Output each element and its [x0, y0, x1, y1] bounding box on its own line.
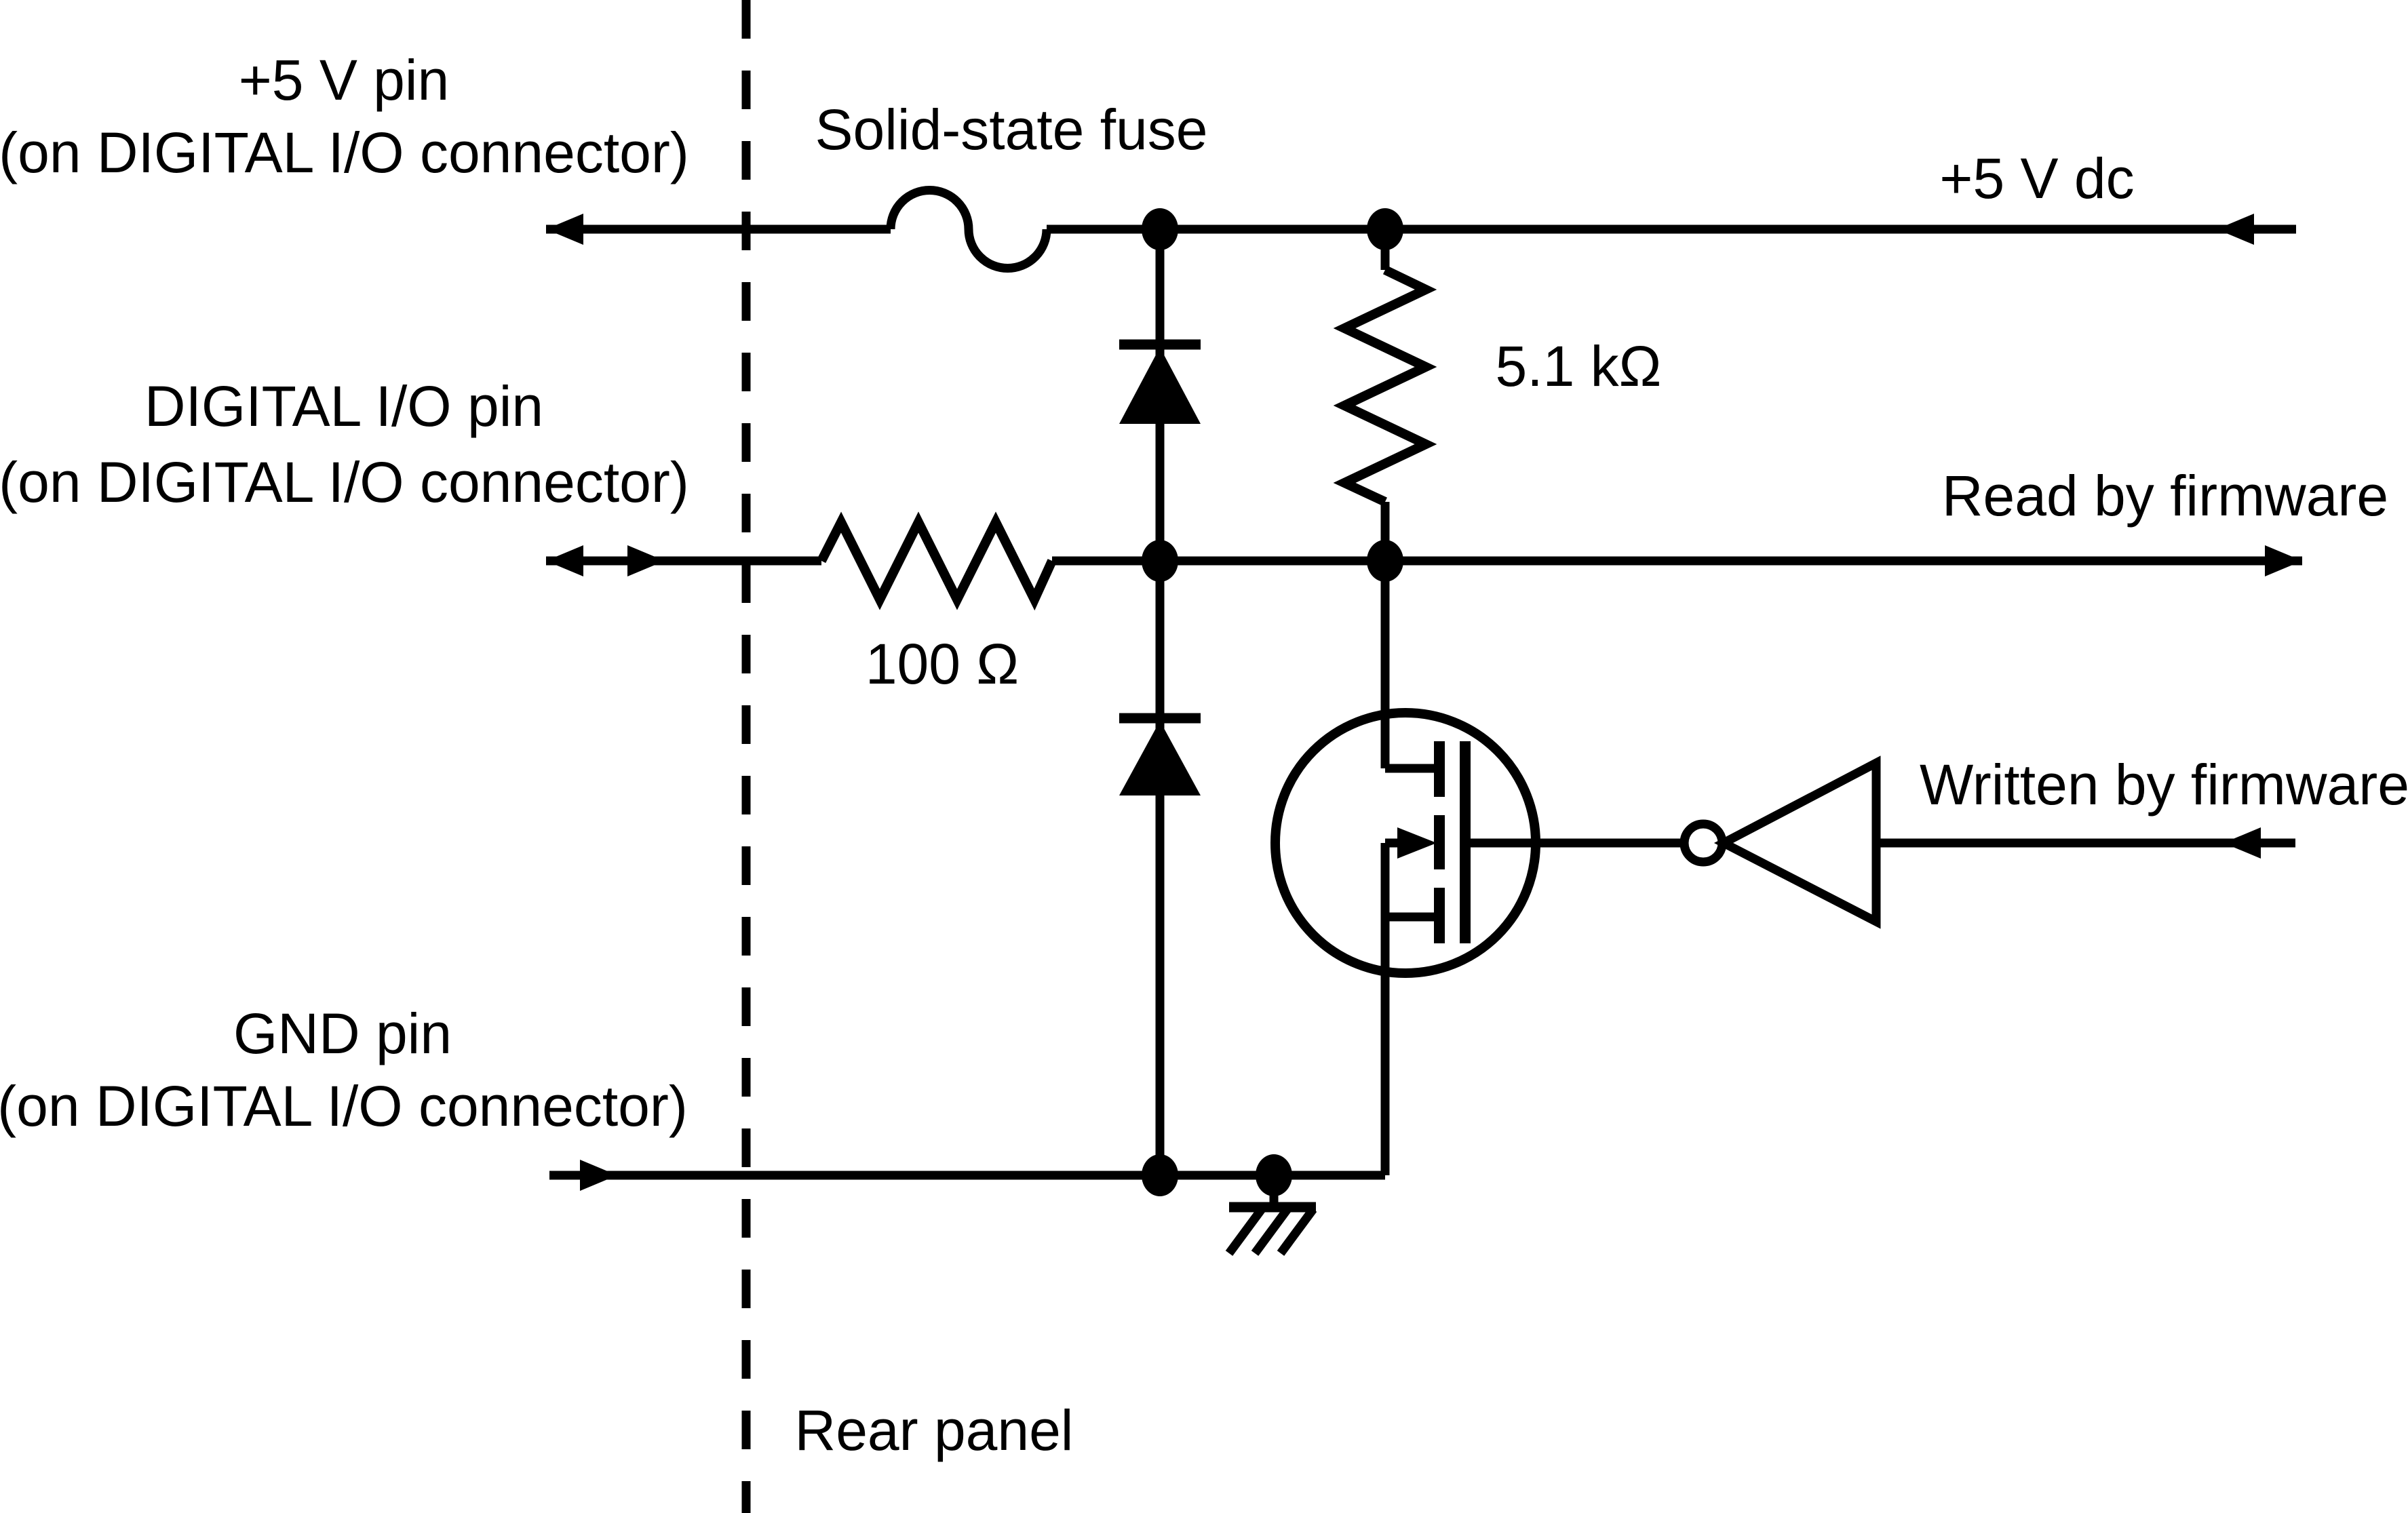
- arrowhead-right-icon: [580, 1160, 617, 1191]
- ground-hatch-stroke: [1277, 1206, 1317, 1256]
- label-solid-state-fuse: Solid-state fuse: [815, 98, 1208, 161]
- upper-diode-anode-triangle: [1119, 347, 1201, 424]
- pullup-resistor-branch: [1333, 229, 1437, 561]
- label-digital-io-pin-line1: DIGITAL I/O pin: [144, 374, 543, 438]
- clamp-diode-branch: [1119, 229, 1201, 1175]
- series-resistor-symbol: [817, 511, 1057, 611]
- arrowhead-left-icon: [546, 214, 583, 245]
- inverter-symbol: [1679, 755, 2295, 929]
- arrowhead-inward-icon: [2217, 214, 2254, 245]
- label-plus5v-pin-line1: +5 V pin: [239, 48, 450, 112]
- label-rear-panel: Rear panel: [795, 1398, 1074, 1462]
- label-gnd-pin-line2: (on DIGITAL I/O connector): [0, 1074, 688, 1138]
- digital-io-wire: [546, 511, 2302, 611]
- label-written-by-firmware: Written by firmware: [1920, 753, 2408, 817]
- arrowhead-left-icon: [546, 545, 583, 576]
- gnd-wire: [549, 1154, 1385, 1256]
- junction-dot: [1142, 1154, 1178, 1196]
- pullup-resistor-symbol: [1333, 265, 1437, 507]
- junction-dot: [1142, 540, 1178, 582]
- label-read-by-firmware: Read by firmware: [1942, 464, 2388, 528]
- inverter-triangle: [1713, 755, 1881, 929]
- ground-hatch-stroke: [1251, 1206, 1292, 1256]
- mosfet-body-arrow-icon: [1397, 827, 1437, 859]
- solid-state-fuse-symbol: [886, 186, 1051, 273]
- chassis-ground-symbol: [1225, 1175, 1317, 1256]
- label-plus5v-dc: +5 V dc: [1939, 146, 2134, 210]
- label-plus5v-pin-line2: (on DIGITAL I/O connector): [0, 121, 689, 184]
- arrowhead-inward-icon: [2223, 827, 2261, 859]
- lower-diode-anode-triangle: [1119, 721, 1201, 795]
- label-gnd-pin-line1: GND pin: [233, 1002, 452, 1065]
- mosfet-symbol: [1270, 561, 1684, 1175]
- label-pullup-value: 5.1 kΩ: [1496, 334, 1662, 398]
- ground-hatch-stroke: [1225, 1206, 1266, 1256]
- arrowhead-right-icon: [627, 545, 665, 576]
- arrowhead-right-icon: [2265, 545, 2302, 576]
- label-series-resistor-value: 100 Ω: [866, 632, 1019, 696]
- label-digital-io-pin-line2: (on DIGITAL I/O connector): [0, 450, 689, 514]
